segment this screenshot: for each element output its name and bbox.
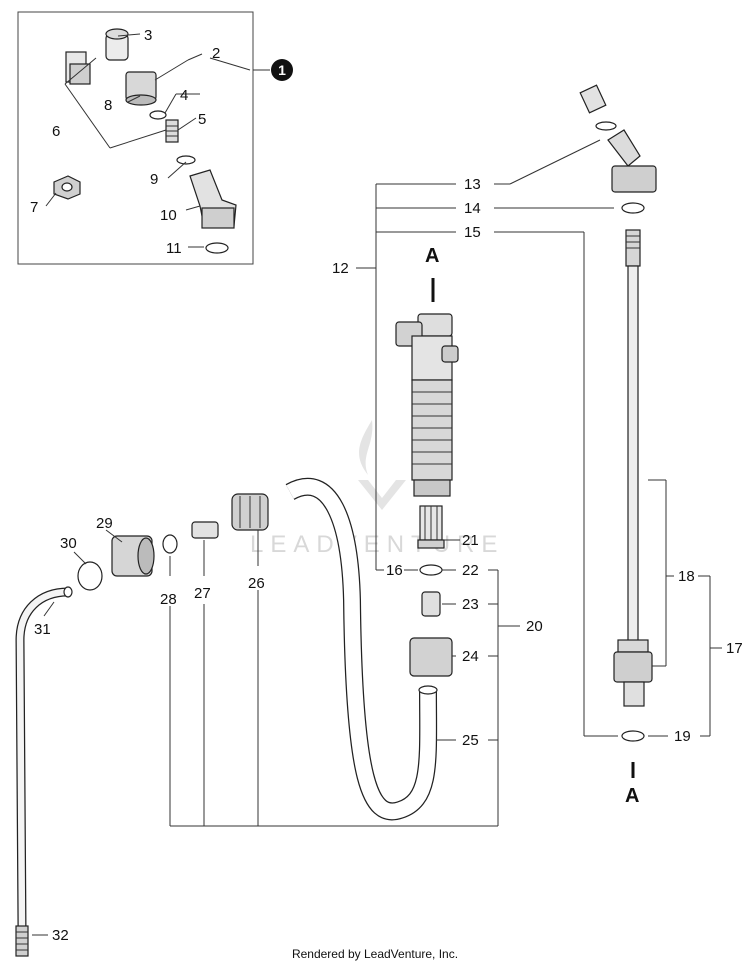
callout-25: 25 (462, 732, 479, 749)
part-11-washer (205, 242, 229, 254)
part-18-wand-rod (613, 229, 653, 707)
callout-9: 9 (150, 171, 158, 188)
callout-17: 17 (726, 640, 743, 657)
part-29-tank-fitting (111, 535, 155, 577)
part-6-nozzle (65, 51, 91, 85)
part-28-washer (162, 534, 178, 554)
callout-12: 12 (332, 260, 349, 277)
footer-credit: Rendered by LeadVenture, Inc. (292, 947, 458, 961)
callout-5: 5 (198, 111, 206, 128)
part-21-filter (417, 505, 445, 549)
part-26-hose-nut (231, 493, 269, 531)
part-31-pickup-tube (15, 586, 73, 929)
watermark: LEADVENTURE (250, 420, 504, 558)
part-10-elbow (189, 169, 237, 229)
callout-3: 3 (144, 27, 152, 44)
callout-29: 29 (96, 515, 113, 532)
section-marker-bottom: A (625, 785, 639, 807)
callout-labels: 2 3 4 5 6 7 8 9 10 11 12 13 14 15 16 17 … (30, 27, 743, 944)
part-8-nozzle-nut (125, 71, 157, 106)
part-32-pickup-end (15, 925, 29, 957)
part-22-washer (419, 564, 443, 576)
section-marker-top: A (425, 245, 439, 267)
callout-32: 32 (52, 927, 69, 944)
callout-10: 10 (160, 207, 177, 224)
callout-23: 23 (462, 596, 479, 613)
part-9-o-ring (176, 155, 196, 165)
part-27-barb (191, 521, 219, 539)
callout-30: 30 (60, 535, 77, 552)
wand-nozzle-assembly (579, 84, 657, 193)
callout-21: 21 (462, 532, 479, 549)
part-14-washer (621, 202, 645, 214)
part-19-washer (621, 730, 645, 742)
part-25-hose (285, 477, 438, 821)
kit-inset-box (17, 11, 254, 265)
callout-2: 2 (212, 45, 220, 62)
callout-8: 8 (104, 97, 112, 114)
callout-14: 14 (464, 200, 481, 217)
inset-leader-lines (45, 33, 251, 248)
callout-31: 31 (34, 621, 51, 638)
callout-4: 4 (180, 87, 188, 104)
callout-7: 7 (30, 199, 38, 216)
callout-15: 15 (464, 224, 481, 241)
callout-26: 26 (248, 575, 265, 592)
part-4-washer (149, 110, 167, 120)
callout-18: 18 (678, 568, 695, 585)
callout-19: 19 (674, 728, 691, 745)
part-3-nozzle-tip (105, 28, 129, 61)
part-30-o-ring (77, 561, 103, 591)
callout-27: 27 (194, 585, 211, 602)
main-leader-lines (32, 139, 722, 936)
shutoff-valve-handle (395, 313, 459, 497)
callout-24: 24 (462, 648, 479, 665)
callout-28: 28 (160, 591, 177, 608)
callout-22: 22 (462, 562, 479, 579)
svg-text:1: 1 (278, 62, 286, 78)
part-7-nut (53, 175, 81, 200)
svg-text:LEADVENTURE: LEADVENTURE (250, 531, 504, 558)
callout-13: 13 (464, 176, 481, 193)
part-23-hose-barb (421, 591, 441, 617)
part-24-hose-nut (409, 637, 453, 677)
part-5-valve-stem (165, 119, 179, 143)
callout-20: 20 (526, 618, 543, 635)
callout-6: 6 (52, 123, 60, 140)
callout-11: 11 (166, 240, 182, 257)
kit-marker-badge: 1 (271, 59, 293, 81)
callout-16: 16 (386, 562, 403, 579)
